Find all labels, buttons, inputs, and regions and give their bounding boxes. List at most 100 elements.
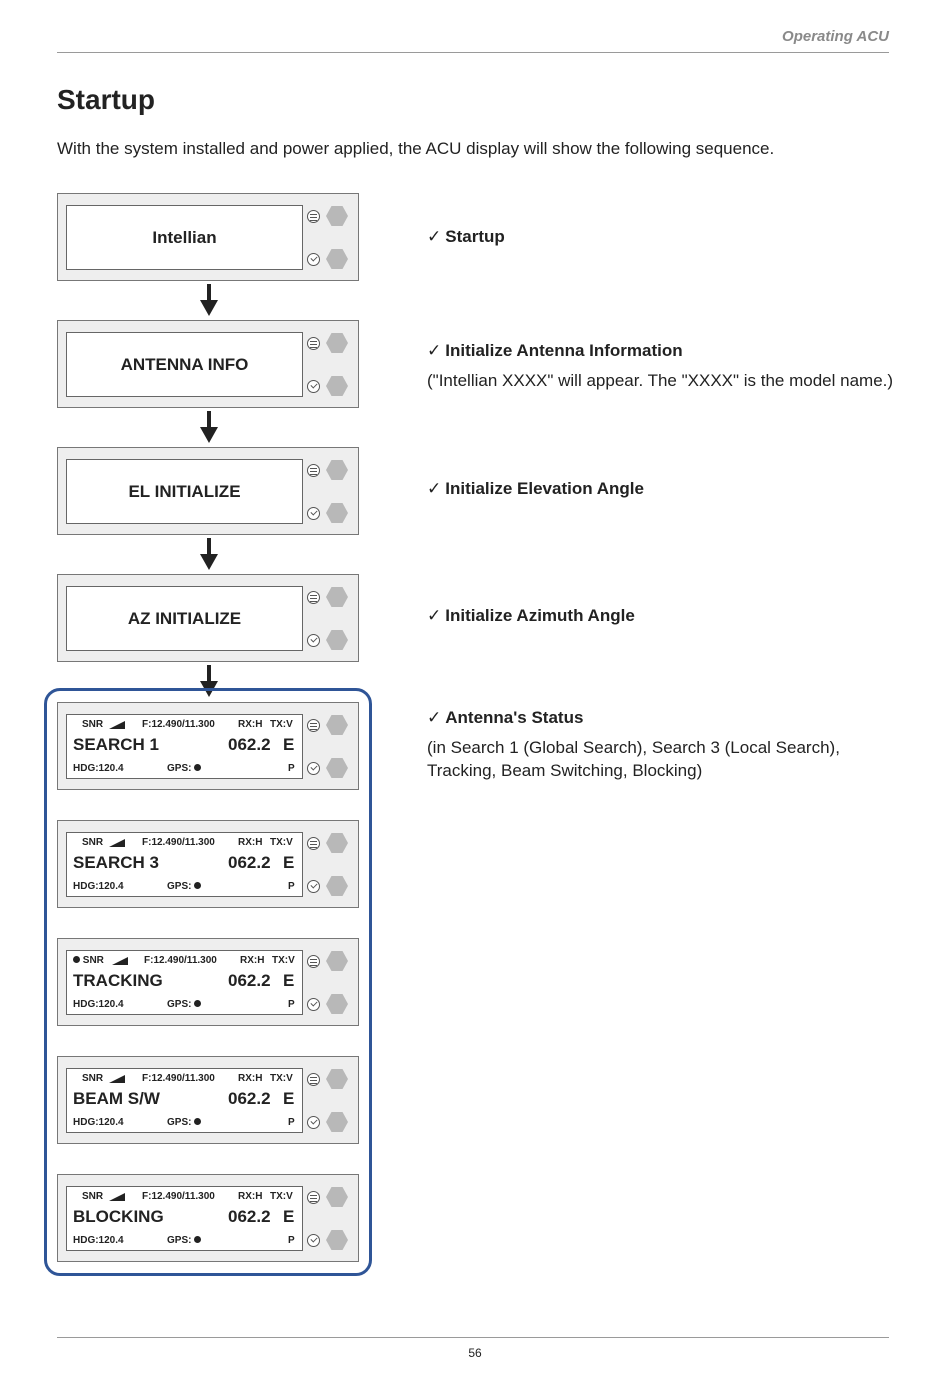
menu-key-button[interactable] — [326, 460, 348, 480]
header-divider — [57, 52, 889, 53]
signal-bar-icon — [109, 721, 125, 729]
menu-key-button[interactable] — [326, 833, 348, 853]
status-group-frame — [44, 688, 372, 1276]
rx-polarization: RX:H — [240, 955, 265, 966]
signal-bar-icon — [112, 957, 128, 965]
frequency: F:12.490/11.300 — [142, 1073, 215, 1084]
enter-key-button[interactable] — [326, 876, 348, 896]
frequency: F:12.490/11.300 — [142, 719, 215, 730]
enter-key-button[interactable] — [326, 249, 348, 269]
menu-key-button[interactable] — [326, 206, 348, 226]
lcd-screen: SNR F:12.490/11.300 RX:H TX:V SEARCH 1 0… — [66, 714, 303, 779]
gps-label: GPS: — [167, 763, 202, 774]
screen-text: ANTENNA INFO — [120, 354, 249, 374]
p-indicator: P — [288, 999, 295, 1010]
menu-icon — [307, 1191, 320, 1204]
enter-key-button[interactable] — [326, 994, 348, 1014]
lcd-screen: EL INITIALIZE — [66, 459, 303, 524]
angle-value: 062.2 — [228, 1207, 271, 1226]
snr-label: SNR — [82, 1073, 104, 1084]
menu-key-button[interactable] — [326, 951, 348, 971]
gps-dot-icon — [194, 882, 202, 889]
menu-key-button[interactable] — [326, 333, 348, 353]
enter-key-button[interactable] — [326, 503, 348, 523]
rx-polarization: RX:H — [238, 837, 263, 848]
direction: E — [283, 971, 295, 990]
acu-panel-search-3: SNR F:12.490/11.300 RX:H TX:V SEARCH 3 0… — [57, 820, 359, 908]
enter-key-button[interactable] — [326, 376, 348, 396]
direction: E — [283, 1089, 295, 1108]
running-header: Operating ACU — [782, 28, 889, 45]
enter-key-button[interactable] — [326, 758, 348, 778]
angle-value: 062.2 — [228, 735, 271, 754]
lcd-screen: SNR F:12.490/11.300 RX:H TX:V BEAM S/W 0… — [66, 1068, 303, 1133]
check-icon — [307, 880, 320, 893]
signal-bar-icon — [109, 839, 125, 847]
gps-dot-icon — [194, 1118, 202, 1125]
check-icon — [307, 1234, 320, 1247]
gps-label: GPS: — [167, 881, 202, 892]
menu-icon — [307, 719, 320, 732]
screen-text: EL INITIALIZE — [128, 481, 241, 501]
lcd-screen: SNR F:12.490/11.300 RX:H TX:V SEARCH 3 0… — [66, 832, 303, 897]
checkmark-icon: ✓ — [427, 479, 442, 498]
acu-panel-el-initialize: EL INITIALIZE — [57, 447, 359, 535]
frequency: F:12.490/11.300 — [142, 1191, 215, 1202]
antenna-mode: BLOCKING — [73, 1207, 164, 1226]
antenna-mode: SEARCH 1 — [73, 735, 159, 754]
angle-value: 062.2 — [228, 1089, 271, 1108]
description-antenna-info: ✓Initialize Antenna Information ("Intell… — [427, 341, 894, 390]
frequency: F:12.490/11.300 — [144, 955, 217, 966]
menu-icon — [307, 210, 320, 223]
snr-label: SNR — [73, 955, 104, 966]
acu-panel-search-1: SNR F:12.490/11.300 RX:H TX:V SEARCH 1 0… — [57, 702, 359, 790]
menu-key-button[interactable] — [326, 1069, 348, 1089]
heading: HDG:120.4 — [73, 881, 124, 892]
gps-dot-icon — [194, 764, 202, 771]
menu-icon — [307, 464, 320, 477]
antenna-mode: BEAM S/W — [73, 1089, 160, 1108]
p-indicator: P — [288, 763, 295, 774]
screen-text: AZ INITIALIZE — [127, 608, 242, 628]
rx-polarization: RX:H — [238, 719, 263, 730]
description-startup: ✓Startup — [427, 227, 505, 246]
tx-polarization: TX:V — [270, 719, 293, 730]
enter-key-button[interactable] — [326, 630, 348, 650]
direction: E — [283, 853, 295, 872]
heading: HDG:120.4 — [73, 763, 124, 774]
gps-dot-icon — [194, 1236, 202, 1243]
menu-key-button[interactable] — [326, 715, 348, 735]
enter-key-button[interactable] — [326, 1112, 348, 1132]
signal-bar-icon — [109, 1075, 125, 1083]
screen-text: Intellian — [152, 227, 217, 247]
acu-panel-blocking: SNR F:12.490/11.300 RX:H TX:V BLOCKING 0… — [57, 1174, 359, 1262]
p-indicator: P — [288, 1117, 295, 1128]
gps-dot-icon — [194, 1000, 202, 1007]
tx-polarization: TX:V — [270, 1073, 293, 1084]
rx-polarization: RX:H — [238, 1073, 263, 1084]
enter-key-button[interactable] — [326, 1230, 348, 1250]
description-az-initialize: ✓Initialize Azimuth Angle — [427, 606, 635, 625]
menu-key-button[interactable] — [326, 1187, 348, 1207]
lcd-screen: SNR F:12.490/11.300 RX:H TX:V TRACKING 0… — [66, 950, 303, 1015]
heading: HDG:120.4 — [73, 999, 124, 1010]
check-icon — [307, 1116, 320, 1129]
snr-label: SNR — [82, 837, 104, 848]
p-indicator: P — [288, 881, 295, 892]
tx-polarization: TX:V — [272, 955, 295, 966]
acu-panel-tracking: SNR F:12.490/11.300 RX:H TX:V TRACKING 0… — [57, 938, 359, 1026]
menu-icon — [307, 337, 320, 350]
lcd-screen: ANTENNA INFO — [66, 332, 303, 397]
check-icon — [307, 998, 320, 1011]
lcd-screen: AZ INITIALIZE — [66, 586, 303, 651]
gps-label: GPS: — [167, 1235, 202, 1246]
menu-key-button[interactable] — [326, 587, 348, 607]
angle-value: 062.2 — [228, 853, 271, 872]
lcd-screen: SNR F:12.490/11.300 RX:H TX:V BLOCKING 0… — [66, 1186, 303, 1251]
checkmark-icon: ✓ — [427, 341, 442, 360]
page-title: Startup — [57, 84, 155, 115]
footer-divider — [57, 1337, 889, 1338]
down-arrow-icon — [200, 284, 218, 318]
menu-icon — [307, 591, 320, 604]
antenna-mode: TRACKING — [73, 971, 163, 990]
